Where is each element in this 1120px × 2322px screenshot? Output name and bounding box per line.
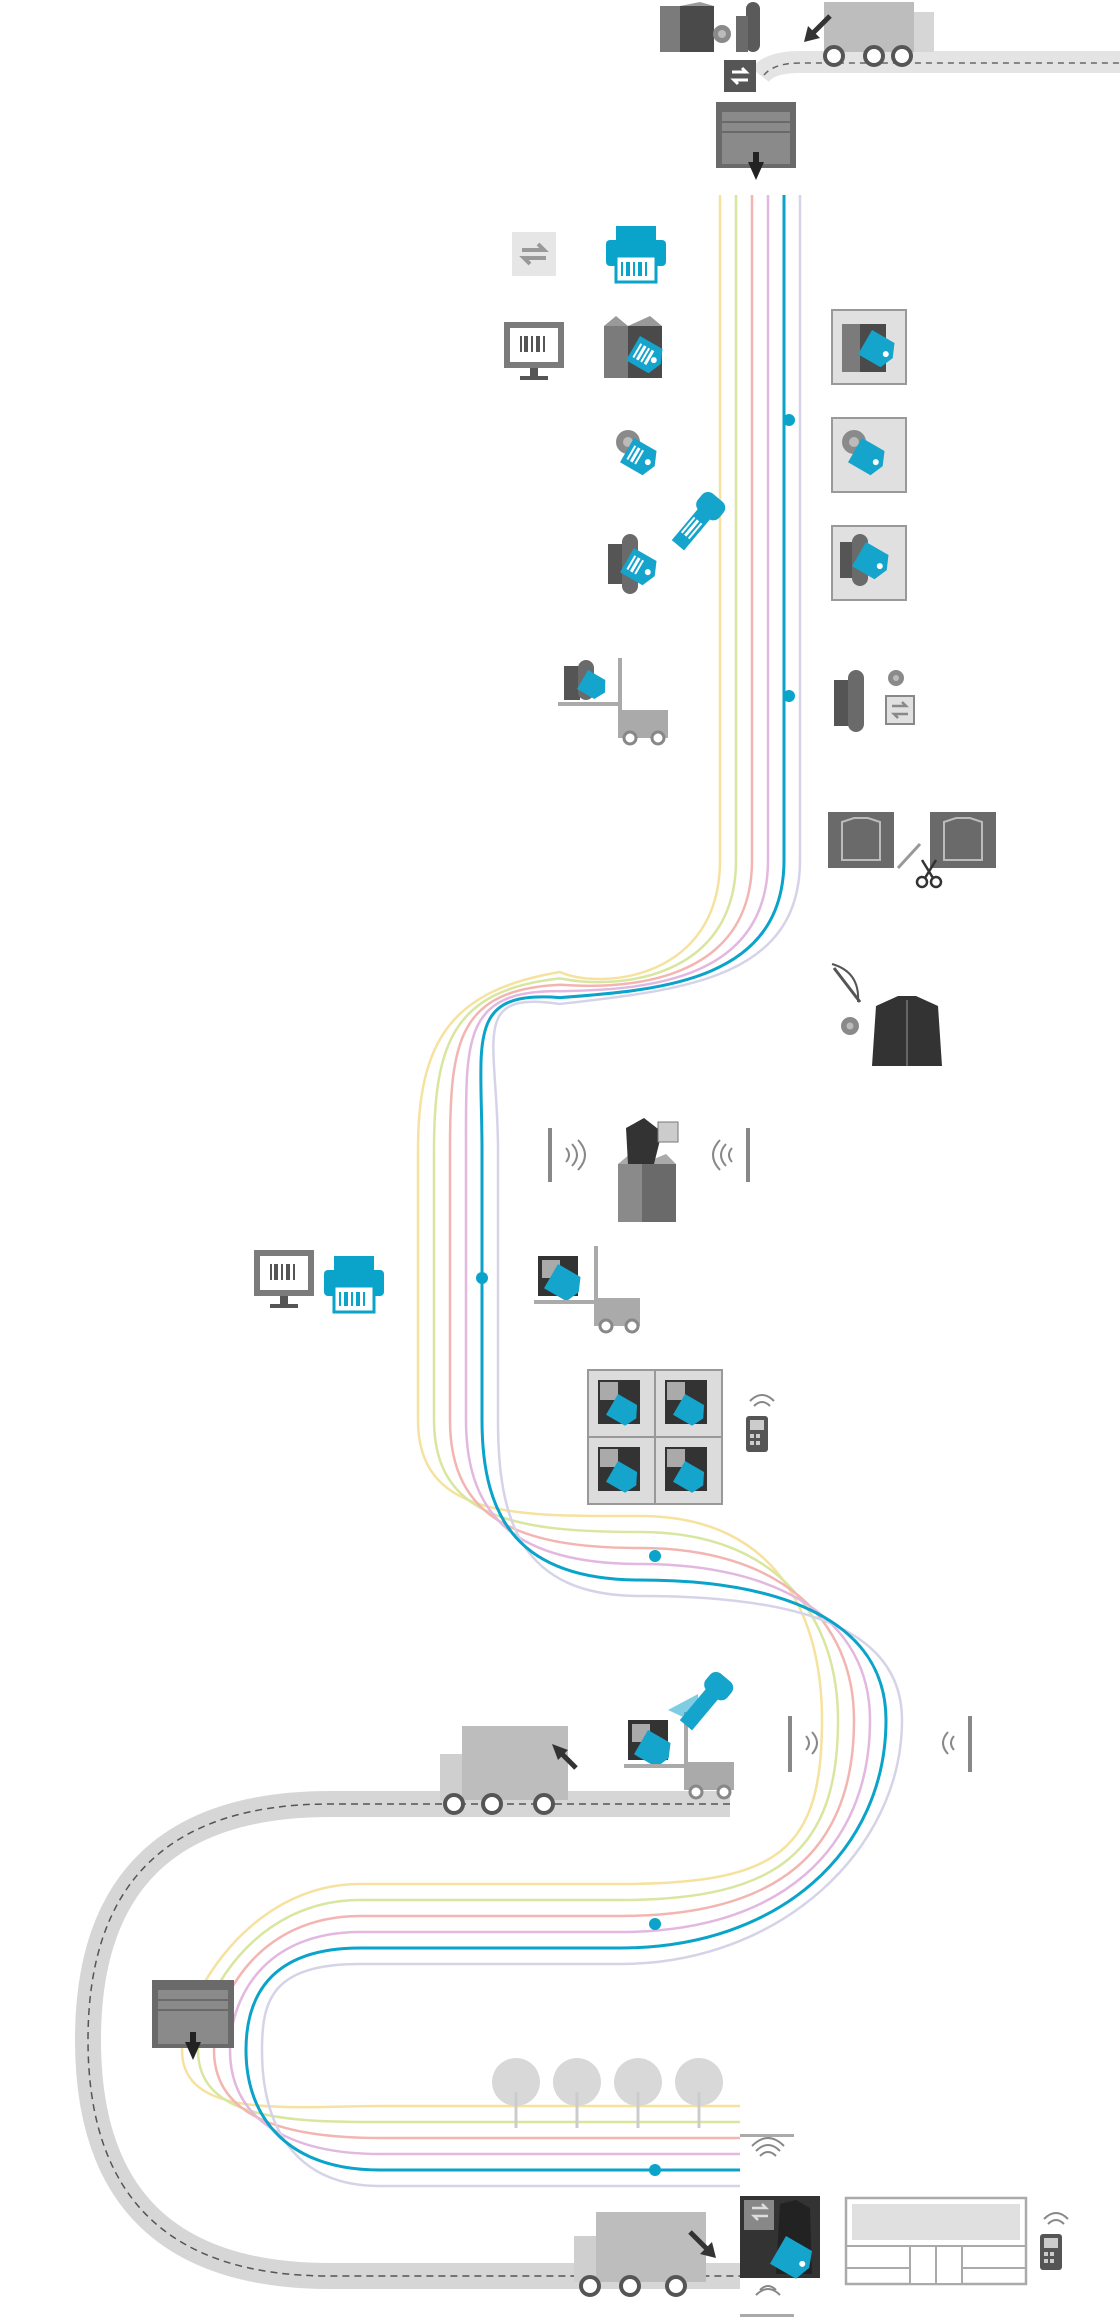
fabric-tagged-station-icon	[831, 525, 907, 601]
flow-line	[244, 195, 888, 2172]
rfid-tag-icon	[713, 25, 731, 43]
forklift-shipping-icon	[624, 1712, 734, 1800]
printer-icon	[606, 226, 666, 284]
jacket-icon	[872, 996, 942, 1066]
store-front-icon	[844, 2196, 1028, 2286]
road-bottom	[74, 1791, 740, 2289]
barcode-scanner-icon	[671, 492, 726, 551]
checkpoint-dot	[649, 2164, 661, 2176]
flow-checkpoints	[476, 414, 795, 2176]
checkpoint-dot	[783, 690, 795, 702]
flow-lines	[180, 195, 904, 2188]
fabric-roll-icon	[834, 670, 915, 732]
checkpoint-dot	[476, 1272, 488, 1284]
delivery-truck-icon	[574, 2212, 706, 2297]
fabric-roll-icon	[736, 2, 760, 52]
sewing-needle-icon	[831, 963, 862, 1035]
garment-tagged-icon	[740, 2196, 820, 2279]
arrow-icon	[552, 1744, 578, 1770]
wifi-icon	[740, 2285, 794, 2317]
arrow-icon	[804, 14, 832, 42]
delivery-truck-icon	[823, 2, 934, 67]
loading-dock-icon	[716, 102, 796, 180]
flow-line	[212, 195, 856, 2140]
rfid-reader-gate-icon	[548, 1128, 586, 1182]
rfid-reader-gate-icon	[712, 1128, 750, 1182]
tree-icon	[553, 2058, 601, 2128]
fabric-pattern-icon	[828, 812, 922, 870]
wifi-icon	[740, 2134, 794, 2157]
checkpoint-dot	[649, 1550, 661, 1562]
road-top	[751, 51, 1120, 83]
handheld-reader-icon	[1040, 2212, 1069, 2270]
box-packing-icon	[618, 1118, 679, 1222]
tree-icon	[492, 2058, 540, 2128]
handheld-reader-icon	[746, 1394, 775, 1452]
barcode-scanner-icon	[668, 1672, 734, 1731]
button-tagged-station-icon	[831, 417, 907, 493]
pallet-icon	[587, 1369, 723, 1505]
button-tagged-icon	[616, 430, 657, 476]
rfid-reader-gate-icon	[788, 1716, 818, 1772]
flow-line	[260, 195, 904, 2188]
delivery-truck-icon	[440, 1726, 568, 1815]
box-icon	[660, 2, 714, 52]
rfid-sync-icon	[724, 60, 756, 92]
forklift-icon	[558, 658, 668, 746]
monitor-barcode-icon	[254, 1250, 314, 1308]
rfid-sync-icon	[512, 232, 556, 276]
checkpoint-dot	[649, 1918, 661, 1930]
scissors-icon	[915, 859, 943, 889]
tree-icon	[614, 2058, 662, 2128]
fabric-roll-tagged-icon	[608, 534, 657, 594]
rfid-reader-gate-icon	[942, 1716, 972, 1772]
monitor-barcode-icon	[504, 322, 564, 380]
fabric-pattern-icon	[930, 812, 996, 868]
checkpoint-dot	[783, 414, 795, 426]
box-tagged-icon	[604, 316, 663, 378]
tree-icon	[675, 2058, 723, 2128]
arrow-icon	[688, 2230, 716, 2258]
flow-line	[180, 195, 824, 2109]
box-tagged-station-icon	[831, 309, 907, 385]
loading-dock-icon	[152, 1980, 234, 2060]
printer-icon	[324, 1256, 384, 1314]
flow-line	[196, 195, 840, 2124]
forklift-packing-icon	[534, 1246, 640, 1334]
flow-line	[228, 195, 872, 2156]
